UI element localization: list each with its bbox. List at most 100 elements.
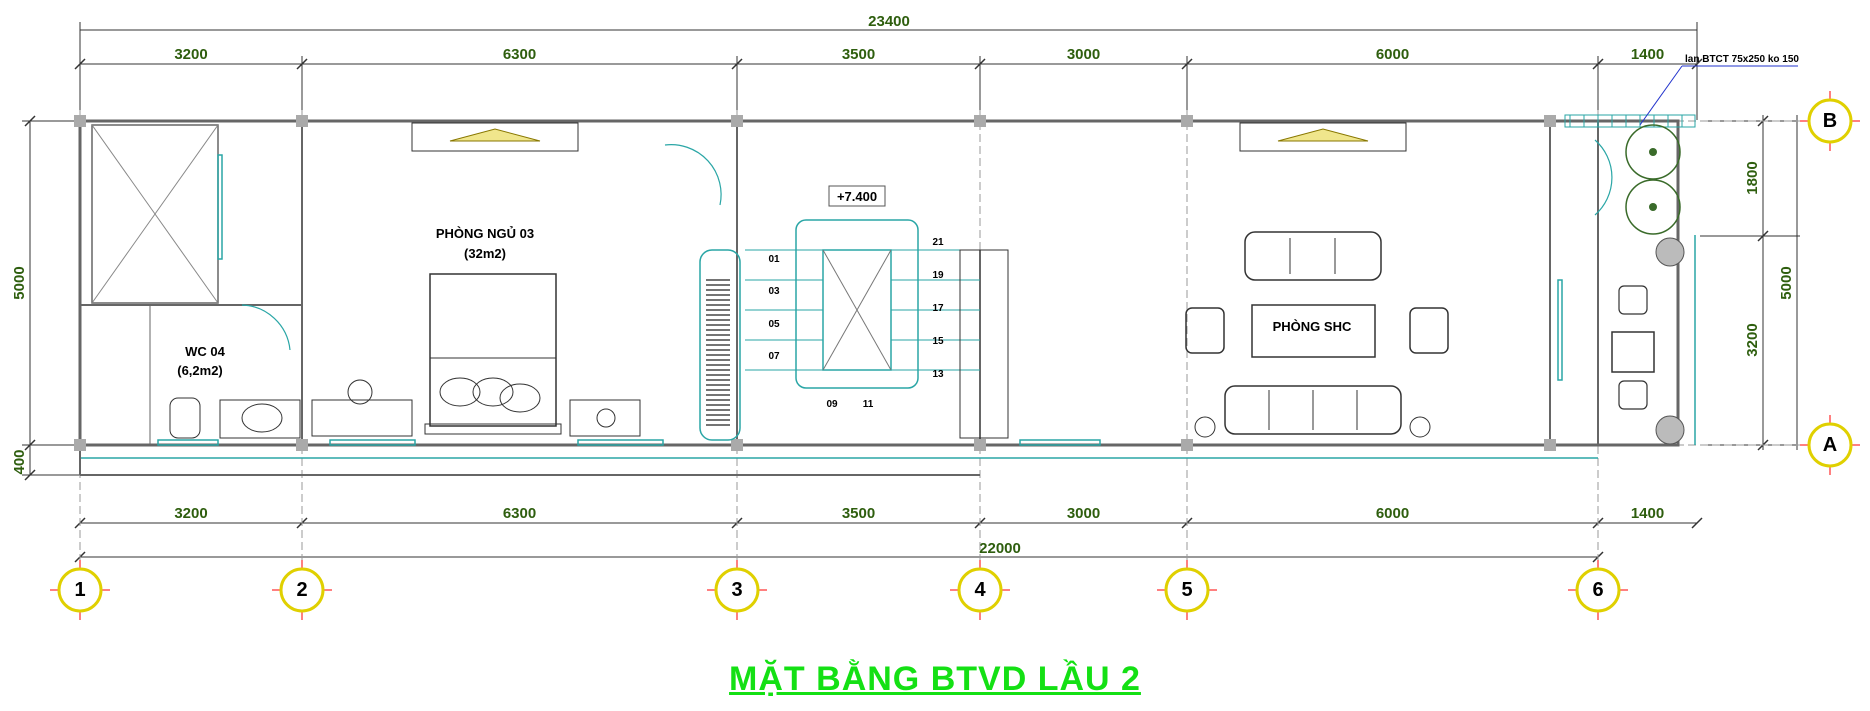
column-post xyxy=(731,115,743,127)
dim-tick xyxy=(974,58,986,70)
stone-column xyxy=(1655,237,1685,267)
grid-bubble xyxy=(957,567,1003,613)
dim-span-top: 6300 xyxy=(503,46,536,63)
grid-label: 5 xyxy=(1181,579,1192,601)
bedroom-name: PHÒNG NGỦ 03 xyxy=(436,226,534,241)
dim-span-bottom: 3000 xyxy=(1067,505,1100,522)
window xyxy=(577,439,664,446)
chair xyxy=(347,379,373,405)
wc-area: (6,2m2) xyxy=(177,363,223,378)
dim-span-bottom: 1400 xyxy=(1631,505,1664,522)
pillow xyxy=(439,377,481,407)
cabinet-detail xyxy=(449,128,541,142)
dim-span-bottom: 6000 xyxy=(1376,505,1409,522)
step-label: 03 xyxy=(768,286,780,297)
bed-foot xyxy=(424,423,562,435)
step-label: 21 xyxy=(932,237,944,248)
grid-label: 6 xyxy=(1592,579,1603,601)
dim-right-upper: 1800 xyxy=(1744,161,1761,194)
grid-label: 1 xyxy=(74,579,85,601)
sofa xyxy=(1244,231,1382,281)
dim-span-top: 3200 xyxy=(174,46,207,63)
plant xyxy=(1625,124,1681,180)
window xyxy=(329,439,416,446)
stair-level: +7.400 xyxy=(837,189,877,204)
armchair xyxy=(1409,307,1449,354)
column-post xyxy=(296,439,308,451)
dim-right-lower: 3200 xyxy=(1744,323,1761,356)
fixtures xyxy=(91,114,1696,446)
column-post xyxy=(1181,439,1193,451)
pillow xyxy=(472,377,514,407)
dim-tick xyxy=(24,439,36,451)
cabinet-detail xyxy=(1277,128,1369,142)
window xyxy=(157,439,219,446)
armchair xyxy=(1185,307,1225,354)
railing xyxy=(1564,114,1696,128)
step-label: 09 xyxy=(826,399,838,410)
grid-label: A xyxy=(1823,434,1837,456)
grid-label: 4 xyxy=(974,579,986,601)
column-post xyxy=(74,439,86,451)
grid-bubble xyxy=(279,567,325,613)
dim-span-top: 3000 xyxy=(1067,46,1100,63)
stair-side xyxy=(959,249,1009,439)
grid-bubble xyxy=(714,567,760,613)
column-post xyxy=(974,115,986,127)
bed-pillow-area xyxy=(429,357,557,427)
dim-span-top: 6000 xyxy=(1376,46,1409,63)
step-label: 07 xyxy=(768,351,780,362)
stair-step-labels: 01 03 05 07 21 19 17 15 13 09 11 xyxy=(768,237,944,410)
dim-tick xyxy=(74,58,86,70)
column-post xyxy=(974,439,986,451)
window xyxy=(1557,279,1563,381)
column-post xyxy=(296,115,308,127)
washbasin xyxy=(241,403,283,433)
window xyxy=(1019,439,1101,446)
pillow xyxy=(499,383,541,413)
grid-bubble xyxy=(1807,98,1853,144)
dim-span-top: 3500 xyxy=(842,46,875,63)
stair-well xyxy=(795,219,919,389)
wall-cabinet xyxy=(1239,122,1407,152)
vanity xyxy=(219,399,301,439)
shaft-cross xyxy=(91,124,219,304)
dim-tick xyxy=(24,469,36,481)
stair-void-cross xyxy=(822,249,892,371)
column-post xyxy=(1544,439,1556,451)
coffee-table xyxy=(1251,304,1376,358)
wc-name: WC 04 xyxy=(185,344,226,359)
dim-tick xyxy=(1691,517,1703,529)
wall-cabinet xyxy=(411,122,579,152)
dim-tick xyxy=(296,58,308,70)
dim-tick xyxy=(1691,58,1703,70)
column-post xyxy=(74,115,86,127)
railing-annotation: lan BTCT 75x250 ko 150 xyxy=(1685,54,1799,65)
step-label: 13 xyxy=(932,369,944,380)
outer-wall xyxy=(78,119,1680,447)
walls xyxy=(74,115,1680,476)
dim-total-bottom: 22000 xyxy=(979,540,1021,557)
step-label: 11 xyxy=(863,399,874,410)
lamp xyxy=(596,408,616,428)
grid-label: 3 xyxy=(731,579,742,601)
step-label: 01 xyxy=(768,254,780,265)
dim-span-top: 1400 xyxy=(1631,46,1664,63)
desk xyxy=(311,399,413,437)
grid-bubble xyxy=(1575,567,1621,613)
grid-bubble xyxy=(1164,567,1210,613)
plant-center xyxy=(1649,148,1657,156)
balcony-table xyxy=(1611,331,1655,373)
dim-total-top: 23400 xyxy=(868,13,910,30)
grid-bubble xyxy=(1807,422,1853,468)
dim-span-bottom: 3200 xyxy=(174,505,207,522)
side-lamp xyxy=(1194,416,1216,438)
side-lamp xyxy=(1409,416,1431,438)
grid-bubble xyxy=(57,567,103,613)
bedroom-area: (32m2) xyxy=(464,246,506,261)
dim-left-offset: 400 xyxy=(11,449,28,474)
step-label: 19 xyxy=(932,270,944,281)
